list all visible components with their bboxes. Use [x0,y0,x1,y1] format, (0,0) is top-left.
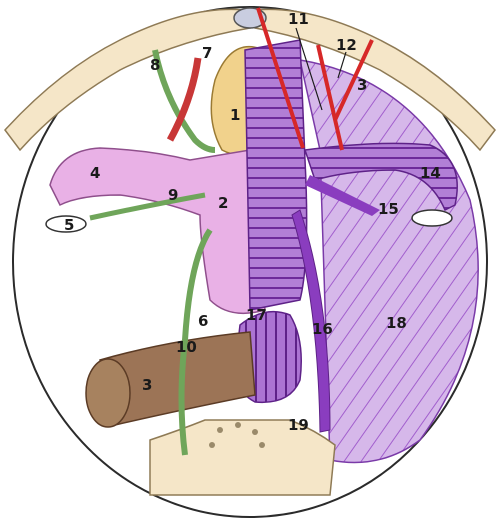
pelvis [149,419,336,496]
label-1: 1 [230,106,240,124]
label-17: 17 [246,306,267,324]
cut-line-b [316,44,344,151]
nerve-9 [89,192,206,221]
pelvis-holes [209,422,265,448]
label-4: 4 [90,164,100,182]
label-10: 10 [176,338,197,356]
item-5 [45,215,87,233]
label-12: 12 [336,36,357,54]
label-18: 18 [386,314,407,332]
label-15: 15 [378,200,399,218]
label-9: 9 [168,186,178,204]
label-2: 2 [218,194,228,212]
vessel-branch-14 [304,142,458,212]
leader-11 [295,27,323,111]
cut-line-a [256,7,305,149]
vessel-7 [166,57,202,142]
gut-end [85,358,131,428]
item-15-ring [411,209,453,227]
label-3a: 3 [357,76,367,94]
label-8: 8 [150,56,160,74]
label-6: 6 [198,312,208,330]
gut-3 [99,331,256,426]
label-16: 16 [312,320,333,338]
vessel-column [244,39,308,311]
nerve-8 [152,49,216,153]
cut-line-c [333,39,374,121]
label-7: 7 [202,44,212,62]
leader-12 [337,51,347,79]
vessel-15 [305,175,380,216]
label-5: 5 [64,216,74,234]
label-11: 11 [288,10,309,28]
nerve-10 [178,228,213,456]
label-14: 14 [420,164,441,182]
vessel-16 [291,209,331,433]
label-3b: 3 [142,376,152,394]
label-19: 19 [288,416,309,434]
organ-2 [49,147,266,315]
